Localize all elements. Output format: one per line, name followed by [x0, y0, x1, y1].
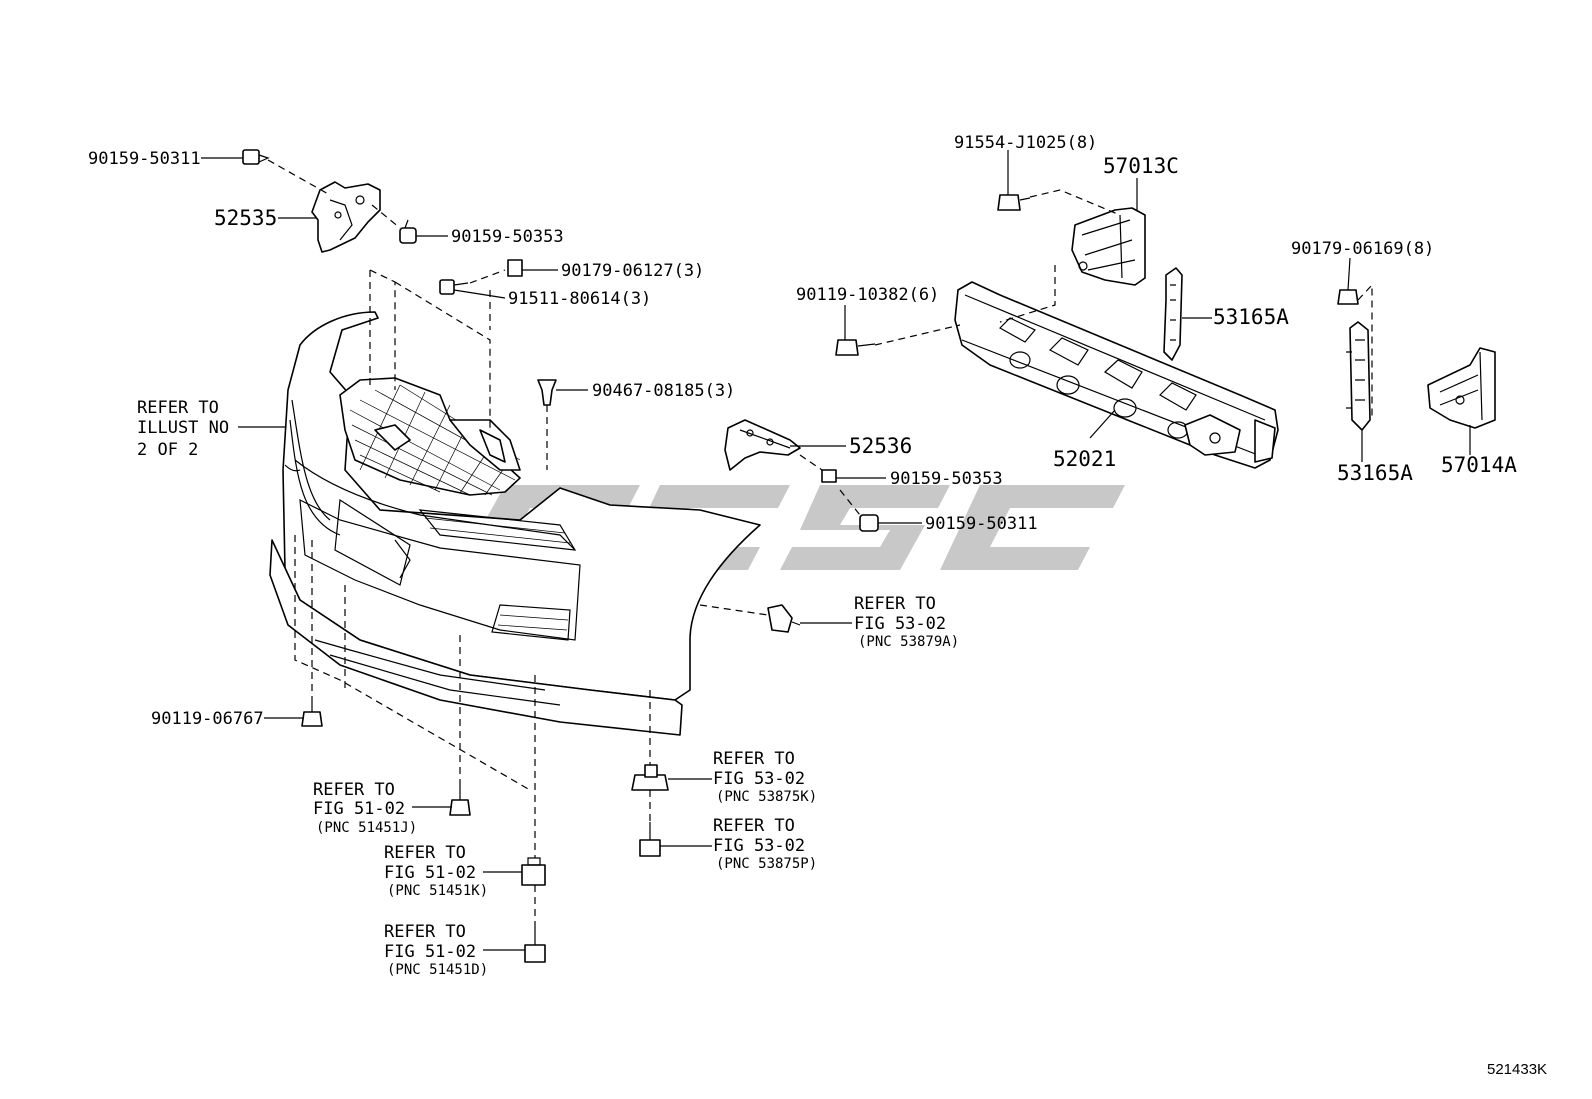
bumper-cover: [269, 311, 761, 736]
reinforcement-52021: [954, 281, 1279, 469]
label-91511-80614: 91511-80614(3): [508, 289, 651, 309]
fastener-90159-50353-top: [399, 219, 417, 244]
bracket-52536: [724, 419, 801, 471]
bolt-91554-j1025: [997, 194, 1031, 211]
refer-5102j-line1: REFER TO: [313, 780, 395, 800]
refer-5102k-line1: REFER TO: [384, 843, 466, 863]
nut-pnc-53875k: [631, 764, 669, 791]
refer-5102d-line3: (PNC 51451D): [387, 962, 488, 978]
refer-5102k-line3: (PNC 51451K): [387, 883, 488, 899]
refer-5302a-line3: (PNC 53879A): [858, 634, 959, 650]
nut-pnc-51451k: [521, 857, 546, 886]
bracket-57014a: [1427, 347, 1496, 429]
screw-90159-50311-mid: [859, 514, 879, 532]
refer-5102k-line2: FIG 51-02: [384, 863, 476, 883]
clip-90467-08185: [537, 379, 557, 406]
refer-illust-line3: 2 OF 2: [137, 440, 198, 460]
label-90119-06767: 90119-06767: [151, 709, 264, 729]
refer-illust-line2: ILLUST NO: [137, 418, 229, 438]
illustration-code: 521433K: [1487, 1061, 1547, 1078]
bolt-90119-10382: [835, 339, 876, 356]
bolt-91511-80614: [439, 279, 469, 295]
label-57014a: 57014A: [1441, 453, 1517, 477]
retainer-53165a-right: [1346, 321, 1371, 431]
screw-pnc-51451d: [524, 928, 546, 963]
label-90179-06169: 90179-06169(8): [1291, 239, 1434, 259]
label-52535: 52535: [214, 206, 277, 230]
label-57013c: 57013C: [1103, 154, 1179, 178]
refer-5102j-line2: FIG 51-02: [313, 799, 405, 819]
refer-5302k-line3: (PNC 53875K): [716, 789, 817, 805]
refer-5102d-line2: FIG 51-02: [384, 942, 476, 962]
refer-5302a-line1: REFER TO: [854, 594, 936, 614]
refer-5302a-line2: FIG 53-02: [854, 614, 946, 634]
refer-illust-line1: REFER TO: [137, 398, 219, 418]
fastener-90159-50311-top: [242, 149, 270, 165]
label-53165a-bot: 53165A: [1337, 461, 1413, 485]
label-52021: 52021: [1053, 447, 1116, 471]
label-90119-10382: 90119-10382(6): [796, 285, 939, 305]
refer-5102j-line3: (PNC 51451J): [316, 820, 417, 836]
refer-5302k-line2: FIG 53-02: [713, 769, 805, 789]
bolt-90119-06767: [301, 700, 323, 727]
clip-90179-06127: [507, 259, 523, 277]
refer-5302p-line2: FIG 53-02: [713, 836, 805, 856]
refer-5302p-line3: (PNC 53875P): [716, 856, 817, 872]
label-90179-06127: 90179-06127(3): [561, 261, 704, 281]
retainer-53165a-top: [1163, 267, 1183, 361]
upper-grille: [339, 377, 521, 496]
label-53165a-top: 53165A: [1213, 305, 1289, 329]
refer-5302p-line1: REFER TO: [713, 816, 795, 836]
clip-pnc-53879a: [767, 604, 801, 633]
part-labels: 90159-50311 52535 90159-50353 90179-0612…: [88, 133, 1547, 1078]
refer-5102d-line1: REFER TO: [384, 922, 466, 942]
label-90159-50311-top: 90159-50311: [88, 149, 201, 169]
label-90159-50353-mid: 90159-50353: [890, 469, 1003, 489]
label-90159-50353-top: 90159-50353: [451, 227, 564, 247]
label-90159-50311-mid: 90159-50311: [925, 514, 1038, 534]
label-52536: 52536: [849, 434, 912, 458]
assembly-lines: [267, 159, 1373, 928]
refer-5302k-line1: REFER TO: [713, 749, 795, 769]
label-90467-08185: 90467-08185(3): [592, 381, 735, 401]
bracket-57013c: [1071, 207, 1146, 286]
bolt-pnc-51451j: [449, 785, 471, 816]
leader-lines: [201, 150, 1471, 951]
screw-pnc-53875p: [639, 822, 661, 857]
bracket-52535: [311, 181, 381, 253]
label-91554-j1025: 91554-J1025(8): [954, 133, 1097, 153]
nut-90179-06169: [1337, 289, 1359, 305]
screw-90159-50353-mid: [821, 469, 837, 483]
